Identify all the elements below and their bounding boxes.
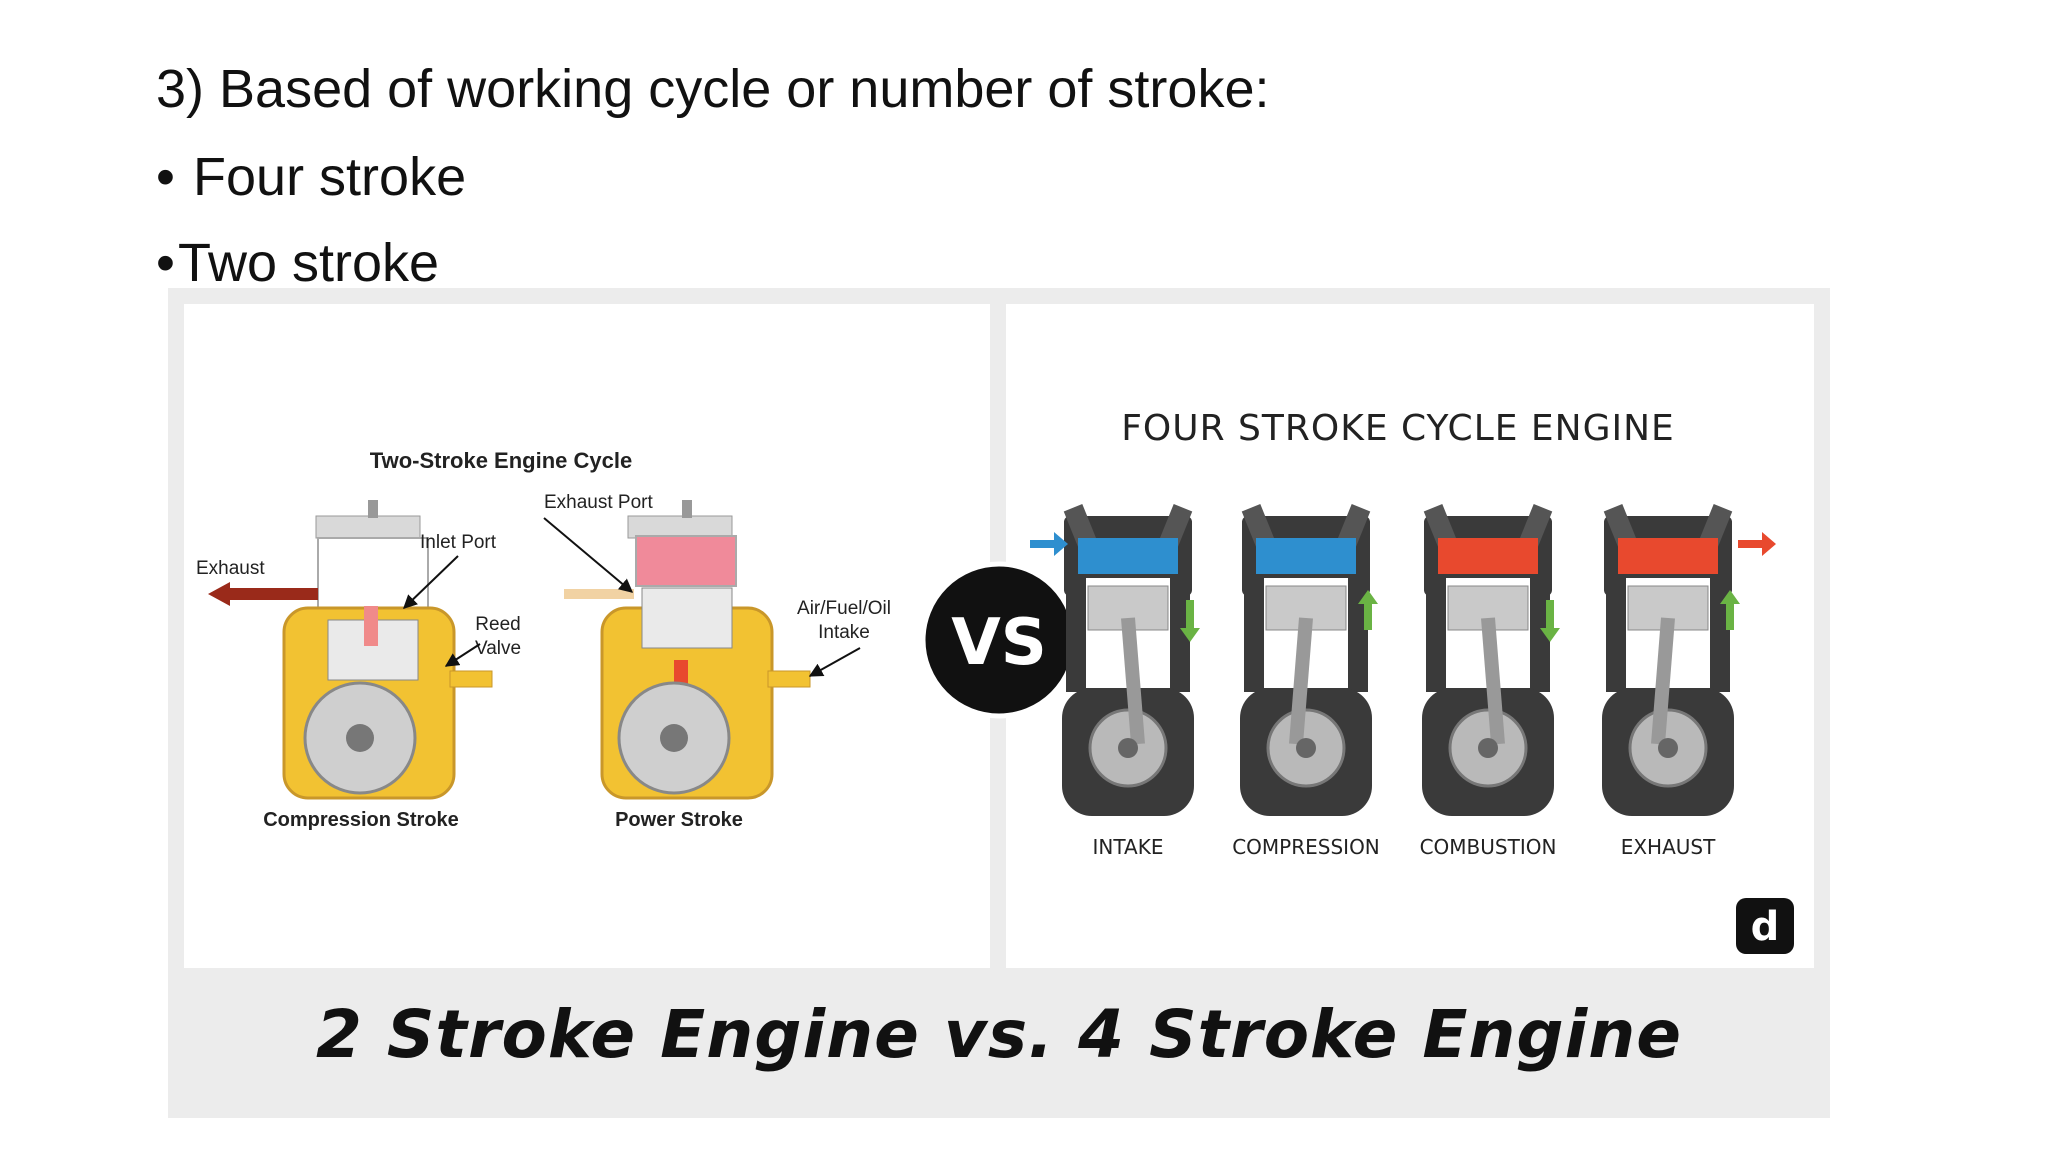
two-stroke-engine-power [564, 500, 811, 800]
pointer-intake [808, 647, 861, 677]
exhaust-arrowhead-icon [208, 582, 230, 606]
combustion-chamber [1618, 538, 1718, 576]
combustion-chamber [1078, 538, 1178, 576]
four-stroke-stroke-label: COMBUSTION [1420, 835, 1557, 859]
exhaust-arrow-icon [1738, 532, 1776, 556]
motion-arrow-icon [1186, 600, 1194, 630]
connecting-rod [1651, 617, 1675, 745]
piston [1265, 585, 1347, 631]
pointer-inlet-port [402, 555, 459, 609]
spark-plug-icon [682, 500, 692, 518]
label-intake-2: Intake [818, 622, 870, 643]
brand-logo-letter: d [1751, 904, 1780, 950]
bullet-text: Two stroke [178, 233, 440, 293]
pointer-exhaust-port [543, 517, 634, 593]
cylinder-fins [627, 515, 733, 539]
engine-comparison-svg: Two-Stroke Engine Cycle Exhaust Port Inl… [184, 304, 1814, 968]
four-stroke-title: FOUR STROKE CYCLE ENGINE [1121, 408, 1675, 449]
bullet-dot-icon: • [156, 233, 175, 293]
spark-plug-icon [368, 500, 378, 518]
crank-hub [1478, 738, 1498, 758]
crank-hub [1658, 738, 1678, 758]
intake-pipe [449, 670, 493, 688]
crank-hub [660, 724, 688, 752]
intake-pipe [767, 670, 811, 688]
motion-arrow-icon [1546, 600, 1554, 630]
label-intake-1: Air/Fuel/Oil [797, 598, 891, 619]
arrow-down-icon [1540, 628, 1560, 642]
motion-arrow-icon [1726, 600, 1734, 630]
piston [641, 587, 733, 649]
combustion-chamber [1438, 538, 1538, 576]
label-exhaust-port: Exhaust Port [544, 492, 653, 513]
arrow-up-icon [1358, 590, 1378, 604]
pointer-reed-valve [444, 643, 481, 667]
vs-label: VS [951, 606, 1047, 680]
two-stroke-title: Two-Stroke Engine Cycle [370, 448, 632, 473]
intake-arrow-icon [1030, 532, 1068, 556]
four-stroke-stroke-label: COMPRESSION [1232, 835, 1380, 859]
up-arrow-icon [364, 606, 378, 646]
figure-caption: 2 Stroke Engine vs. 4 Stroke Engine [315, 996, 1683, 1073]
label-reed-valve-1: Reed [475, 614, 520, 635]
connecting-rod [1121, 617, 1145, 745]
label-inlet-port: Inlet Port [420, 532, 497, 553]
label-reed-valve-2: Valve [475, 638, 521, 659]
four-stroke-stroke-label: INTAKE [1093, 835, 1164, 859]
four-stroke-engines: INTAKE COMPRESSION COMBUSTION EXHAUST [1030, 504, 1776, 859]
motion-arrow-icon [1364, 600, 1372, 630]
cylinder-fins [315, 515, 421, 539]
combustion-chamber [1256, 538, 1356, 576]
bullet-two-stroke: •Two stroke [156, 236, 439, 290]
arrow-down-icon [1180, 628, 1200, 642]
crank-hub [1118, 738, 1138, 758]
combustion-chamber [635, 535, 737, 587]
slide-heading: 3) Based of working cycle or number of s… [156, 59, 1270, 119]
bullet-dot-icon: • [156, 147, 175, 207]
connecting-rod [1289, 617, 1313, 745]
label-exhaust: Exhaust [196, 558, 265, 579]
two-stroke-stroke-label: Power Stroke [615, 809, 743, 831]
bullet-four-stroke: • Four stroke [156, 150, 466, 204]
bullet-text: Four stroke [193, 147, 467, 207]
crank-hub [346, 724, 374, 752]
two-stroke-stroke-label: Compression Stroke [263, 809, 459, 831]
engine-comparison-figure: Two-Stroke Engine Cycle Exhaust Port Inl… [168, 288, 1830, 1118]
crank-hub [1296, 738, 1316, 758]
arrow-up-icon [1720, 590, 1740, 604]
connecting-rod [1481, 617, 1505, 745]
four-stroke-stroke-label: EXHAUST [1621, 835, 1716, 859]
brand-logo-icon [1736, 898, 1794, 954]
